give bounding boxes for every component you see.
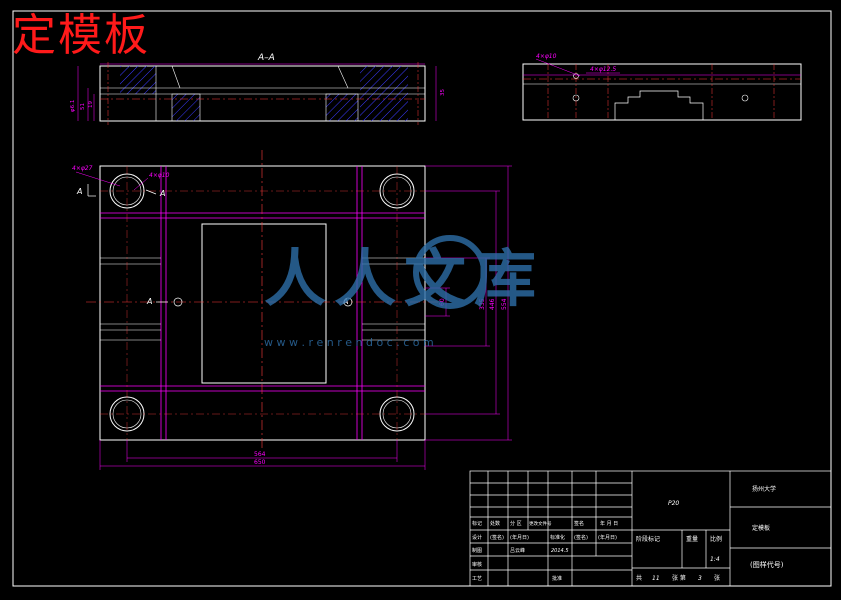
- side-view: 4×φ10 4×φ12.5: [522, 53, 802, 121]
- section-view: A–A φ6.1 51 19 35: [70, 53, 446, 125]
- mark-right-a: A: [342, 297, 348, 306]
- tb-r4-0: 审核: [472, 561, 482, 568]
- plate-outline: [99, 165, 426, 441]
- tb-school: 扬州大学: [752, 485, 776, 493]
- tb-r2-4: (签名): [574, 534, 588, 541]
- tb-r5-0: 工艺: [472, 576, 482, 582]
- tb-r1-4: 签名: [574, 520, 584, 527]
- tb-sheet-total-label: 共: [636, 574, 642, 582]
- tb-r1-0: 标记: [472, 520, 482, 527]
- tb-drawing-no: (图样代号): [750, 560, 784, 569]
- watermark-logo-ring: [413, 235, 487, 309]
- mark-top-a2: A: [159, 189, 165, 198]
- dim-v-60: 60: [439, 298, 446, 306]
- dim-horizontal: [99, 440, 426, 470]
- tb-r5-2: 批准: [552, 575, 562, 582]
- cavity-opening: [201, 223, 327, 384]
- label-hole2: 4×φ10: [149, 172, 170, 179]
- label-hole1: 4×φ27: [72, 165, 93, 172]
- title-block: [469, 470, 832, 587]
- tb-weight-label: 重量: [686, 535, 698, 543]
- tb-r1-2: 分 区: [510, 520, 522, 527]
- dim-h-650: 650: [254, 459, 266, 466]
- tb-r3-0: 制图: [472, 547, 482, 554]
- dim-v-554: 554: [501, 298, 508, 310]
- sv-dim-0: φ6.1: [70, 100, 76, 112]
- tb-r2-5: (年月日): [598, 534, 617, 541]
- dim-vertical: [425, 165, 512, 441]
- dim-h-564: 564: [254, 451, 266, 458]
- dim-v-335: 335: [479, 298, 486, 310]
- tb-part-code: P20: [668, 500, 679, 507]
- section-label: A–A: [257, 53, 275, 63]
- sv-dim-3: 35: [440, 89, 446, 96]
- tb-r2-0: 设计: [472, 534, 482, 541]
- watermark: 人人文库 w w w . r e n r e n d o c . c o m: [264, 235, 544, 349]
- tb-drawing-name: 定模板: [752, 524, 770, 532]
- watermark-brand: 人人文库: [264, 242, 544, 315]
- tb-scale: 1:4: [710, 556, 720, 563]
- hatch-left: [171, 93, 201, 122]
- plan-view: 4×φ27 4×φ10 A A A A 564 650: [72, 150, 512, 470]
- tb-stage-label: 阶段标记: [636, 535, 660, 543]
- tb-r3-1: 吕云峰: [510, 547, 525, 554]
- mark-left-a: A: [146, 297, 152, 306]
- tb-r1-3: 更改文件号: [529, 520, 552, 527]
- cooling-channels: [100, 166, 425, 440]
- tb-r2-3: 标准化: [550, 534, 565, 541]
- sheet-border: [12, 10, 832, 587]
- tb-r1-5: 年 月 日: [600, 520, 618, 527]
- tb-r1-1: 处数: [490, 520, 500, 527]
- hatch-left2: [120, 66, 156, 94]
- dim-v-446: 446: [489, 298, 496, 310]
- side-dim-0: 4×φ10: [536, 53, 557, 60]
- drawing-title: 定模板: [12, 10, 150, 61]
- tb-sheet-label: 张 第: [672, 574, 686, 582]
- mark-top-a: A: [76, 187, 82, 196]
- hatch-right2: [360, 66, 408, 121]
- sv-dim-1: 51: [80, 103, 86, 110]
- channel-stubs: [100, 257, 425, 341]
- side-dim-1: 4×φ12.5: [590, 66, 616, 73]
- tb-sheet-suffix: 张: [714, 574, 720, 582]
- hatch-right: [325, 93, 359, 122]
- sv-dim-2: 19: [88, 101, 94, 108]
- watermark-url: w w w . r e n r e n d o c . c o m: [264, 336, 434, 349]
- dowel-hole-right: [343, 297, 353, 307]
- tb-sheet-total: 11: [652, 575, 660, 582]
- tb-r2-1: (签名): [490, 534, 504, 541]
- tb-r2-2: (年月日): [510, 534, 529, 541]
- tb-scale-label: 比例: [710, 535, 722, 543]
- tb-sheet-no: 3: [698, 575, 702, 582]
- dowel-hole-left: [173, 297, 183, 307]
- title-block-text: P20 扬州大学 定模板 (图样代号) 阶段标记 重量 比例 1:4 共 11 …: [472, 485, 784, 582]
- tb-r3-2: 2014.5: [551, 548, 569, 554]
